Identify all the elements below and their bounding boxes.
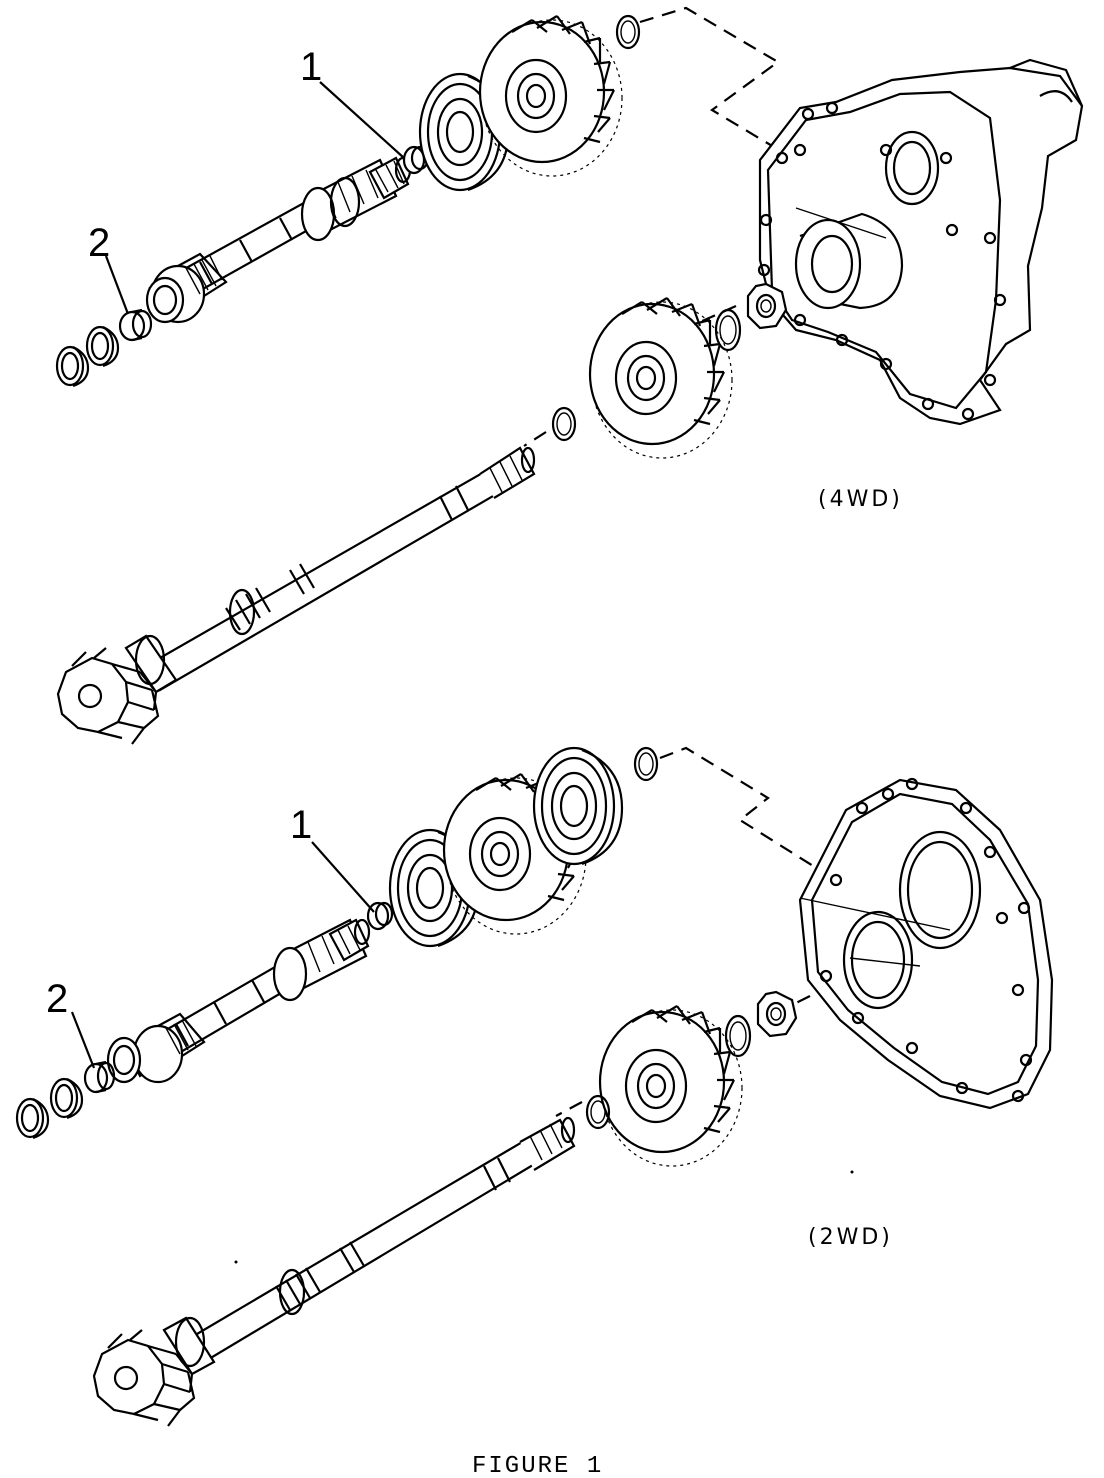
- variant-label-2wd: (2WD): [808, 1225, 893, 1250]
- bushing-item-2-4wd: [118, 308, 153, 342]
- transfer-case-housing-4wd: [757, 58, 1084, 426]
- dashed-guide-upper-4wd: [639, 6, 877, 209]
- cover-plate-2wd: [798, 777, 1054, 1110]
- bearing-rear-2wd: [532, 746, 624, 866]
- washer-lower-2wd: [724, 1014, 752, 1058]
- callout-2-2wd: 2: [46, 977, 68, 1021]
- lock-nut-2wd: [756, 990, 798, 1038]
- output-shaft-4wd: [124, 446, 536, 694]
- snap-ring-upper-4wd: [615, 14, 641, 50]
- driven-gear-2wd: [598, 1004, 744, 1168]
- washer-outer-2wd: [15, 1097, 50, 1140]
- snap-ring-upper-2wd: [633, 746, 659, 782]
- callout-1-4wd: 1: [300, 45, 322, 89]
- snap-ring-lower-4wd: [551, 406, 577, 442]
- leader-line-1-2wd: [311, 841, 375, 913]
- figure-caption: FIGURE 1: [472, 1453, 603, 1478]
- spacer-item-1-2wd: [366, 901, 394, 931]
- callout-2-4wd: 2: [88, 221, 110, 265]
- driven-gear-4wd: [588, 296, 734, 460]
- dashed-guide-lower-2wd: [555, 1101, 583, 1117]
- leader-line-1-4wd: [319, 81, 405, 159]
- washer-outer-4wd: [55, 345, 90, 388]
- leader-line-2-4wd: [104, 255, 130, 315]
- bushing-item-2-2wd: [83, 1060, 116, 1094]
- dashed-guide-upper-2wd: [659, 746, 881, 909]
- output-shaft-2wd: [162, 1116, 576, 1376]
- washer-inner-2wd: [49, 1077, 84, 1120]
- assembly-2wd: 1 2 (2WD): [15, 746, 1054, 1428]
- washer-inner-4wd: [85, 325, 120, 368]
- input-shaft-2wd: [106, 918, 371, 1084]
- washer-lower-4wd: [714, 308, 742, 352]
- lock-nut-4wd: [746, 282, 788, 330]
- assembly-4wd: 1 2 (4WD): [55, 6, 1084, 746]
- input-shaft-4wd: [145, 156, 412, 324]
- callout-1-2wd: 1: [290, 803, 312, 847]
- drive-gear-4wd: [478, 14, 624, 178]
- dashed-guide-lower-4wd: [523, 431, 547, 447]
- variant-label-4wd: (4WD): [818, 487, 903, 512]
- leader-line-2-2wd: [70, 1011, 96, 1069]
